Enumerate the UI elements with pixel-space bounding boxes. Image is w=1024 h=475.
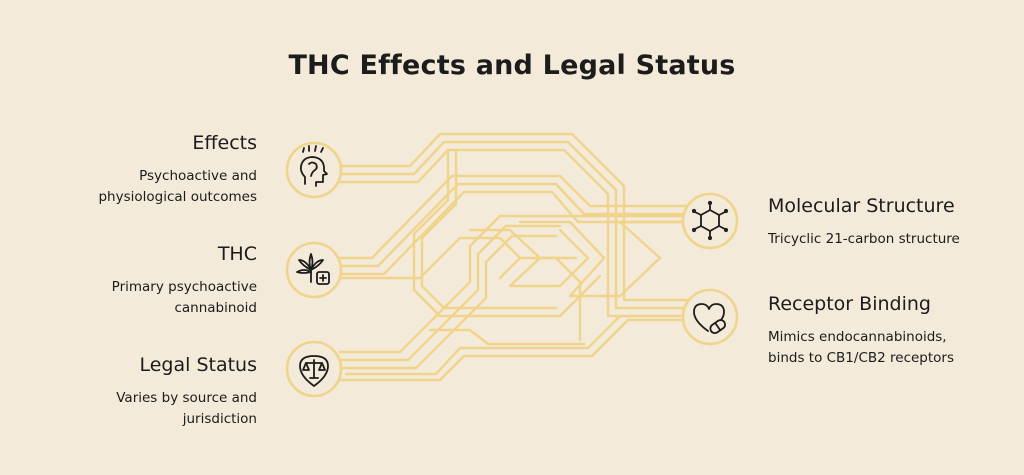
cannabis-leaf-plus-icon — [296, 253, 330, 285]
desc-line: Psychoactive and — [139, 168, 257, 184]
head-brain-icon — [299, 145, 328, 187]
desc-line: Mimics endocannabinoids, — [768, 329, 947, 345]
node-thc-circle — [285, 241, 343, 299]
desc-line: jurisdiction — [182, 411, 257, 427]
desc-line: Varies by source and — [116, 390, 257, 406]
heart-pill-icon — [693, 303, 726, 334]
node-molecular-label: Molecular Structure — [768, 195, 955, 217]
node-effects-description: Psychoactive and physiological outcomes — [17, 166, 257, 208]
node-legal-description: Varies by source and jurisdiction — [17, 388, 257, 430]
track-legal-to-receptor — [338, 314, 690, 382]
page-title: THC Effects and Legal Status — [288, 50, 736, 81]
node-effects-label: Effects — [192, 132, 257, 154]
node-thc-label: THC — [217, 243, 257, 265]
desc-line: Primary psychoactive — [111, 279, 257, 295]
node-receptor-label: Receptor Binding — [768, 293, 931, 315]
node-receptor-circle — [681, 288, 739, 346]
track-connectors — [412, 148, 602, 342]
node-legal: Legal Status Varies by source and jurisd… — [17, 353, 257, 430]
node-receptor-description: Mimics endocannabinoids, binds to CB1/CB… — [768, 327, 1018, 369]
node-effects: Effects Psychoactive and physiological o… — [17, 131, 257, 208]
desc-line: Tricyclic 21-carbon structure — [768, 231, 960, 247]
node-molecular-circle — [681, 192, 739, 250]
desc-line: binds to CB1/CB2 receptors — [768, 350, 955, 366]
track-thc-to-receptor — [338, 220, 690, 298]
law-scales-icon — [299, 355, 329, 387]
track-legal-to-molecular — [338, 214, 690, 370]
desc-line: physiological outcomes — [98, 189, 257, 205]
node-thc-description: Primary psychoactive cannabinoid — [17, 277, 257, 319]
desc-line: cannabinoid — [174, 300, 257, 316]
node-thc: THC Primary psychoactive cannabinoid — [17, 242, 257, 319]
track-effects-to-receptor — [338, 132, 690, 318]
node-molecular: Molecular Structure Tricyclic 21-carbon … — [768, 194, 1008, 250]
track-thc-to-molecular — [338, 174, 690, 276]
molecule-icon — [691, 200, 729, 241]
node-receptor: Receptor Binding Mimics endocannabinoids… — [768, 292, 1018, 369]
node-molecular-description: Tricyclic 21-carbon structure — [768, 229, 1008, 250]
node-legal-label: Legal Status — [139, 354, 257, 376]
